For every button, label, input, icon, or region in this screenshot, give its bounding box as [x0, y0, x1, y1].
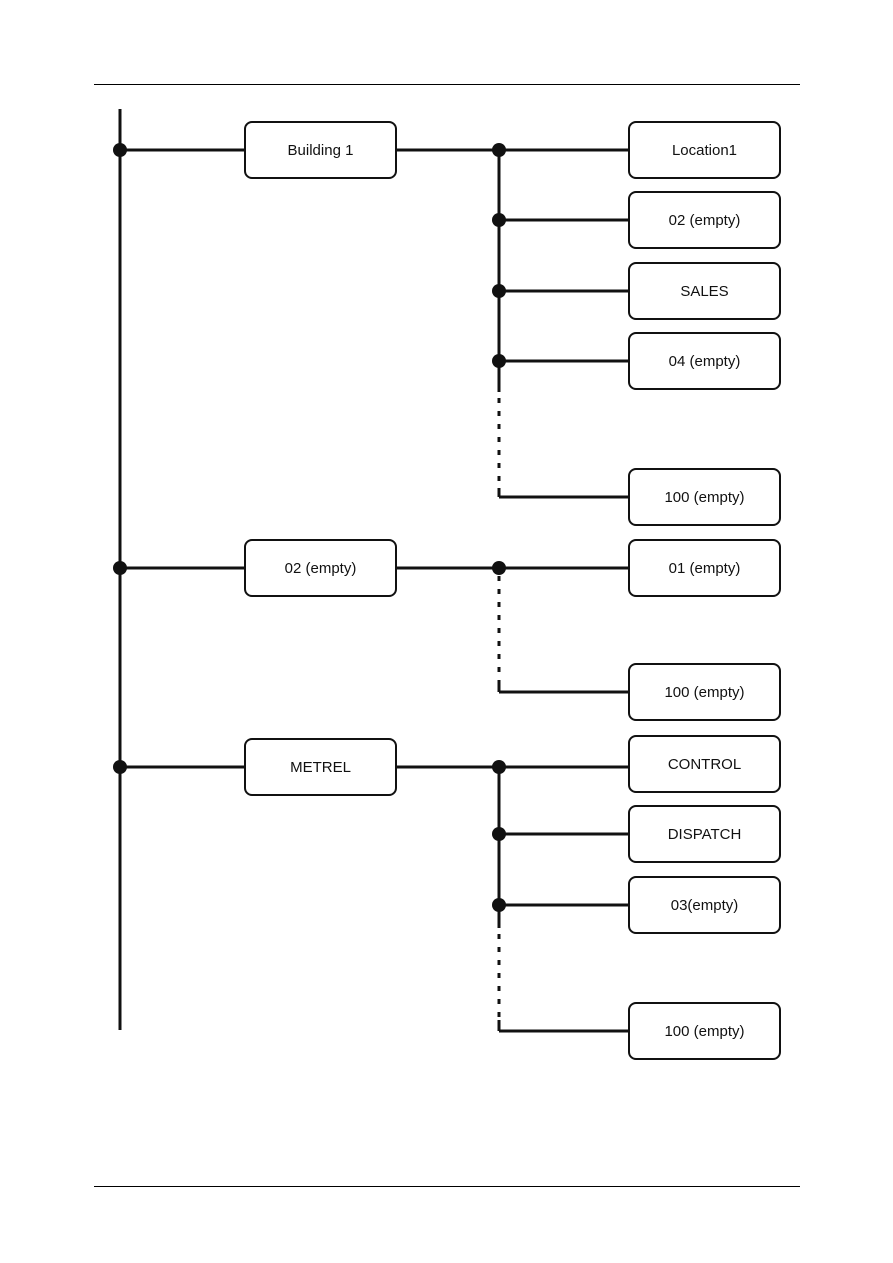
level2-box: 01 (empty) — [628, 539, 781, 597]
level1-box-metrel: METREL — [244, 738, 397, 796]
junction-dot — [492, 760, 506, 774]
header-rule — [94, 84, 800, 85]
junction-dot — [492, 143, 506, 157]
level2-box: CONTROL — [628, 735, 781, 793]
level1-box-building1: Building 1 — [244, 121, 397, 179]
node-label: Building 1 — [287, 141, 354, 159]
node-label: METREL — [290, 758, 351, 776]
node-label: SALES — [680, 282, 729, 300]
level2-box: Location1 — [628, 121, 781, 179]
node-label: 100 (empty) — [664, 1022, 745, 1040]
level2-box: 100 (empty) — [628, 1002, 781, 1060]
junction-dot — [492, 354, 506, 368]
node-label: 04 (empty) — [668, 352, 741, 370]
junction-dot — [492, 284, 506, 298]
junction-dot — [113, 760, 127, 774]
junction-dot — [113, 561, 127, 575]
level1-box-02-empty: 02 (empty) — [244, 539, 397, 597]
node-label: 01 (empty) — [668, 559, 741, 577]
level2-box: 04 (empty) — [628, 332, 781, 390]
node-label: 03(empty) — [670, 896, 739, 914]
footer-rule — [94, 1186, 800, 1187]
junction-dot — [492, 561, 506, 575]
level2-box: SALES — [628, 262, 781, 320]
node-label: 100 (empty) — [664, 683, 745, 701]
junction-dot — [113, 143, 127, 157]
level2-box: 100 (empty) — [628, 468, 781, 526]
node-label: Location1 — [671, 141, 738, 159]
level2-box: DISPATCH — [628, 805, 781, 863]
level2-box: 100 (empty) — [628, 663, 781, 721]
node-label: DISPATCH — [667, 825, 742, 843]
junction-dot — [492, 827, 506, 841]
junction-dot — [492, 898, 506, 912]
node-label: 02 (empty) — [668, 211, 741, 229]
level2-box: 03(empty) — [628, 876, 781, 934]
node-label: 100 (empty) — [664, 488, 745, 506]
level2-box: 02 (empty) — [628, 191, 781, 249]
junction-dot — [492, 213, 506, 227]
node-label: 02 (empty) — [284, 559, 357, 577]
node-label: CONTROL — [667, 755, 742, 773]
